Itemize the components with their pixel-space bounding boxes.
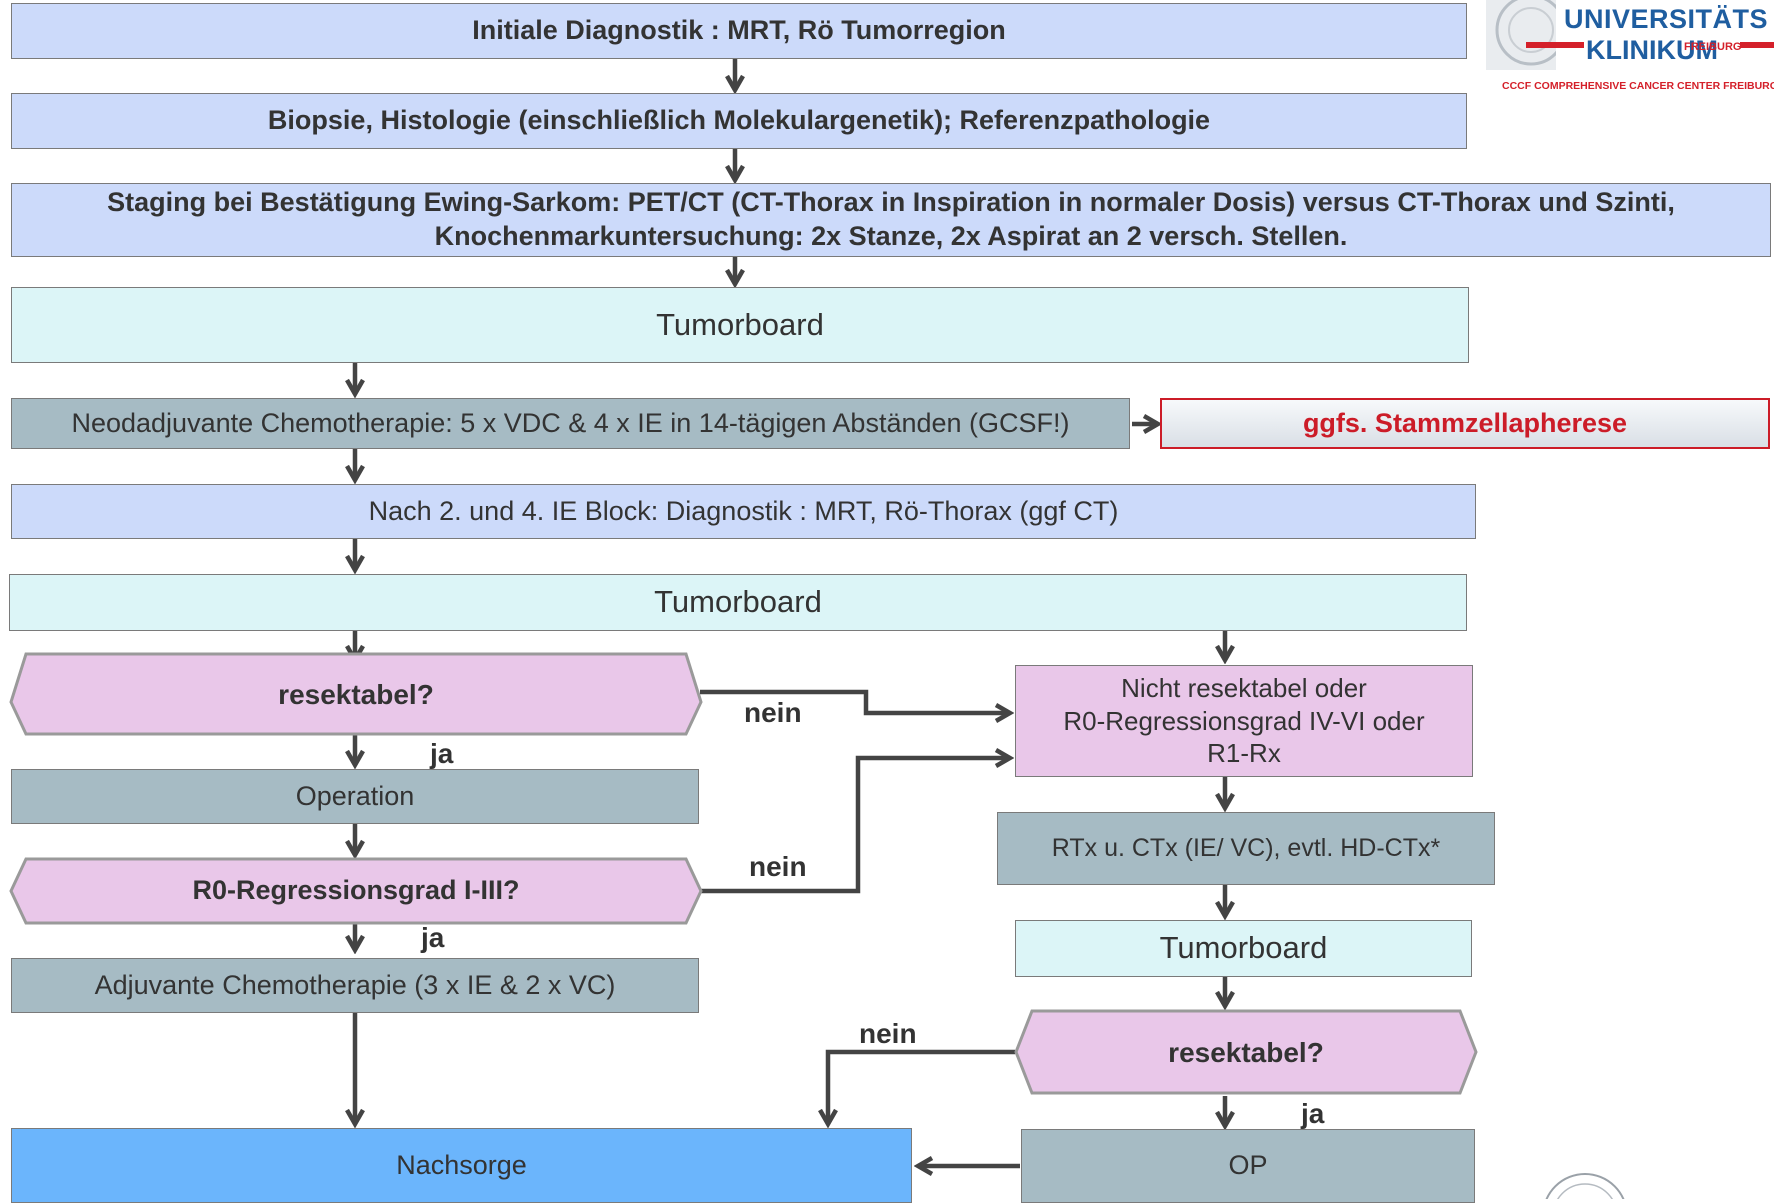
label-nein-3: nein xyxy=(859,1018,917,1049)
node-stammzellapherese: ggfs. Stammzellapherese xyxy=(1160,398,1770,449)
decision-resektabel: resektabel? xyxy=(26,654,686,734)
logo-line-klinikum: KLINIKUM xyxy=(1586,35,1718,65)
node-initial-diagnostik-label: Initiale Diagnostik : MRT, Rö Tumorregio… xyxy=(472,15,1006,46)
label-ja-2: ja xyxy=(421,922,445,953)
arrow-n8-n12-nein xyxy=(700,689,1010,713)
node-tumorboard-3: Tumorboard xyxy=(1015,920,1472,977)
node-nach-ie-block-label: Nach 2. und 4. IE Block: Diagnostik : MR… xyxy=(368,495,1119,526)
decision-resektabel-2: resektabel? xyxy=(1032,1011,1460,1093)
seal-icon xyxy=(1486,0,1556,70)
node-biopsie-label: Biopsie, Histologie (einschließlich Mole… xyxy=(267,105,1211,136)
node-tumorboard-1: Tumorboard xyxy=(11,287,1469,363)
node-nicht-resektabel-line3: R1-Rx xyxy=(1207,738,1281,769)
decision-resektabel-2-label: resektabel? xyxy=(1168,1036,1324,1068)
decision-r0-regression-label: R0-Regressionsgrad I-III? xyxy=(192,875,520,906)
seal-bottom-icon xyxy=(1545,1173,1625,1199)
node-tumorboard-2-label: Tumorboard xyxy=(654,584,822,620)
node-neoadjuvant-chemo-label: Neodadjuvante Chemotherapie: 5 x VDC & 4… xyxy=(71,407,1070,438)
node-op: OP xyxy=(1021,1129,1475,1203)
node-nicht-resektabel-line2: R0-Regressionsgrad IV-VI oder xyxy=(1063,705,1425,736)
node-nach-ie-block: Nach 2. und 4. IE Block: Diagnostik : MR… xyxy=(11,484,1476,539)
node-op-label: OP xyxy=(1228,1150,1268,1181)
label-ja-1: ja xyxy=(430,738,454,769)
logo-line-freiburg: FREIBURG xyxy=(1684,41,1742,53)
decision-r0-shape xyxy=(9,857,703,925)
node-tumorboard-1-label: Tumorboard xyxy=(656,306,824,342)
node-operation-label: Operation xyxy=(295,780,415,811)
node-nachsorge: Nachsorge xyxy=(11,1128,912,1203)
arrow-n10-n12-nein xyxy=(700,758,1010,894)
node-biopsie: Biopsie, Histologie (einschließlich Mole… xyxy=(11,93,1467,149)
arrow-n15-n16-nein xyxy=(828,1049,1015,1124)
node-neoadjuvant-chemo: Neodadjuvante Chemotherapie: 5 x VDC & 4… xyxy=(11,398,1130,449)
node-staging-line1: Staging bei Bestätigung Ewing-Sarkom: PE… xyxy=(107,187,1675,218)
label-nein-2: nein xyxy=(749,851,807,882)
decision-r0-regression: R0-Regressionsgrad I-III? xyxy=(26,859,686,923)
logo-line-universitaets: UNIVERSITÄTS xyxy=(1564,4,1769,34)
node-nicht-resektabel: Nicht resektabel oder R0-Regressionsgrad… xyxy=(1015,665,1473,777)
node-nicht-resektabel-line1: Nicht resektabel oder xyxy=(1121,673,1367,704)
label-ja-3: ja xyxy=(1301,1098,1325,1129)
node-tumorboard-3-label: Tumorboard xyxy=(1159,930,1328,966)
logo-red-bar-right xyxy=(1740,42,1774,48)
node-rtx-ctx: RTx u. CTx (IE/ VC), evtl. HD-CTx* xyxy=(997,812,1495,885)
logo-red-bar-left xyxy=(1526,42,1584,48)
node-nachsorge-label: Nachsorge xyxy=(396,1149,527,1180)
node-tumorboard-2: Tumorboard xyxy=(9,574,1467,631)
university-logo: UNIVERSITÄTS KLINIKUM FREIBURG CCCF COMP… xyxy=(1486,0,1774,100)
decision-resektabel-shape xyxy=(9,652,703,736)
label-nein-1: nein xyxy=(744,697,802,728)
node-initial-diagnostik: Initiale Diagnostik : MRT, Rö Tumorregio… xyxy=(11,3,1467,59)
node-adjuvante-chemo: Adjuvante Chemotherapie (3 x IE & 2 x VC… xyxy=(11,958,699,1013)
decision-resektabel2-shape xyxy=(1014,1009,1478,1095)
decision-resektabel-label: resektabel? xyxy=(278,678,434,710)
node-adjuvante-chemo-label: Adjuvante Chemotherapie (3 x IE & 2 x VC… xyxy=(94,969,616,1000)
logo-line-cccf: CCCF COMPREHENSIVE CANCER CENTER FREIBUR… xyxy=(1502,80,1774,92)
node-staging: Staging bei Bestätigung Ewing-Sarkom: PE… xyxy=(11,183,1771,257)
node-operation: Operation xyxy=(11,769,699,824)
node-rtx-ctx-label: RTx u. CTx (IE/ VC), evtl. HD-CTx* xyxy=(1051,833,1441,862)
node-stammzellapherese-label: ggfs. Stammzellapherese xyxy=(1302,407,1628,438)
node-staging-line2: Knochenmarkuntersuchung: 2x Stanze, 2x A… xyxy=(434,221,1348,251)
